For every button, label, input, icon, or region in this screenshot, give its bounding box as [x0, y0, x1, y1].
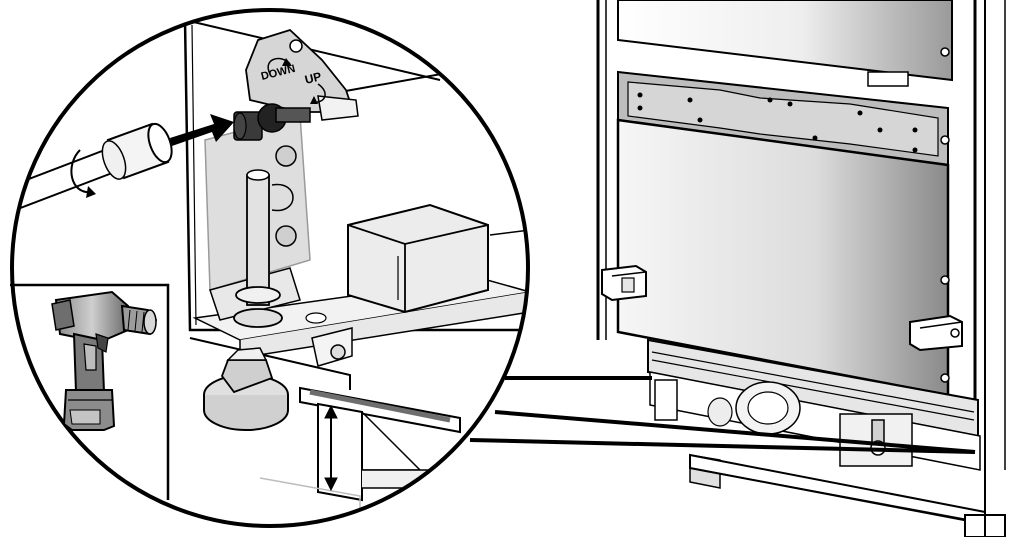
hinge-pin [233, 169, 283, 328]
magnified-detail: DOWN UP [12, 19, 528, 526]
cover-block [347, 203, 489, 314]
hinge-nut [233, 103, 311, 141]
magnifier-outline [10, 8, 530, 528]
upper-door-panel [617, 0, 953, 87]
upper-hinge-lever: DOWN UP [245, 28, 359, 121]
plate-screw [305, 312, 353, 367]
insert-direction-arrow [170, 114, 234, 146]
screwdriver-bit [12, 122, 173, 214]
right-door-bracket [909, 314, 963, 352]
adjustable-foot [203, 347, 289, 431]
tool-inset [10, 283, 170, 500]
cordless-drill-icon [51, 290, 158, 431]
left-door-bracket [601, 264, 647, 302]
height-adjust-arrow [324, 404, 338, 492]
base-rail [689, 453, 1006, 537]
bottom-grille-strip [647, 338, 979, 438]
up-label: UP [303, 69, 323, 87]
appliance-cabinet [596, 0, 1006, 537]
callout-lines [469, 376, 976, 454]
mounting-rail [617, 70, 949, 167]
